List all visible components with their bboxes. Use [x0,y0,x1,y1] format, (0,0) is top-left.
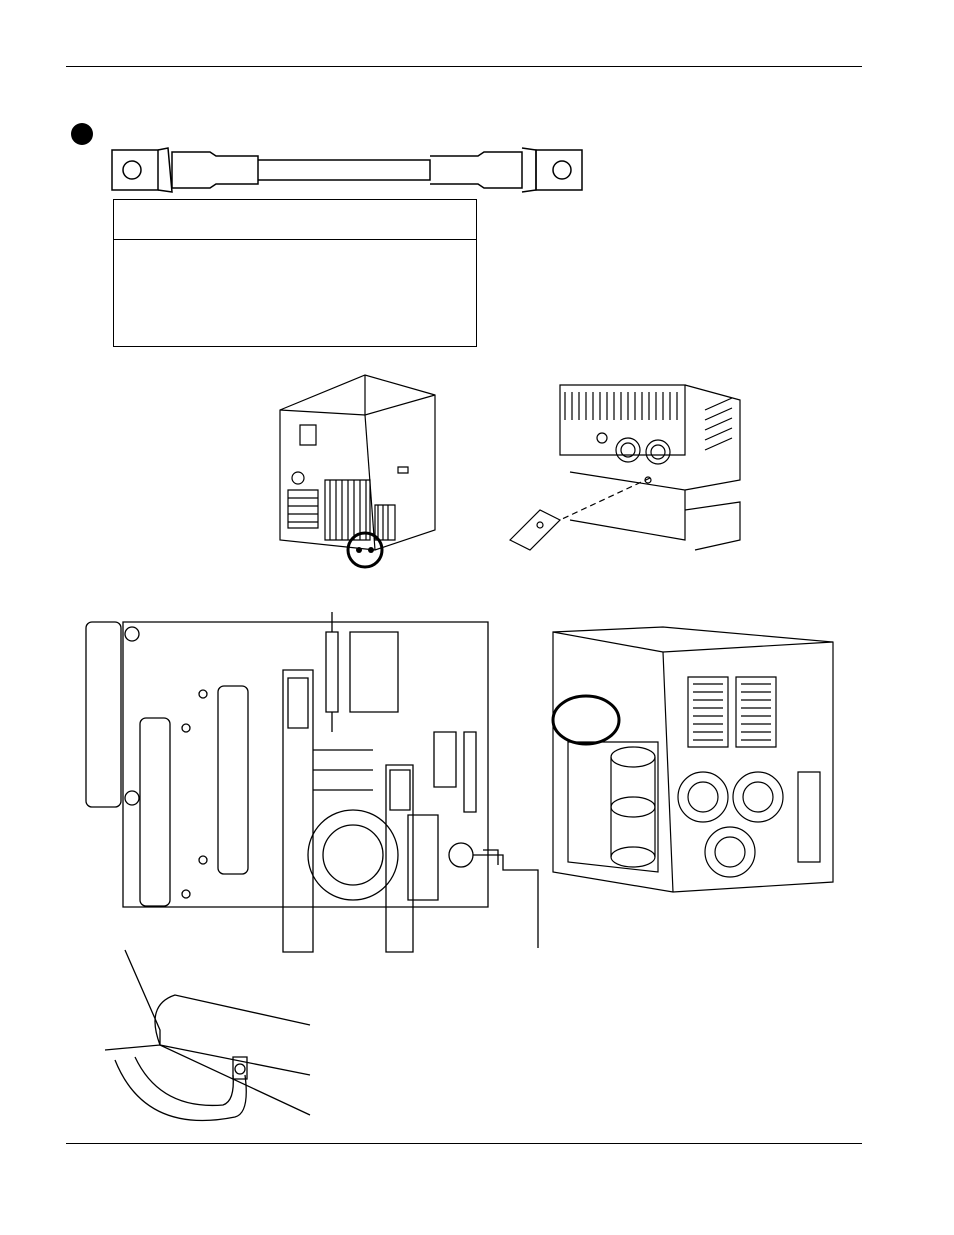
header-rule [66,66,862,67]
highlight-circle-icon [348,533,382,567]
circuit-board-figure [78,610,553,950]
step-bullet-icon [71,123,93,145]
footer-rule [66,1143,862,1144]
power-supply-rear-figure [270,370,445,575]
ground-stud-figure [500,380,750,550]
chassis-ground-figure [105,945,320,1140]
cable-lug-figure [110,146,585,194]
spec-table [113,199,477,347]
highlight-oval-icon [553,696,619,744]
power-supply-side-figure [548,622,838,912]
spec-table-header [114,200,476,240]
